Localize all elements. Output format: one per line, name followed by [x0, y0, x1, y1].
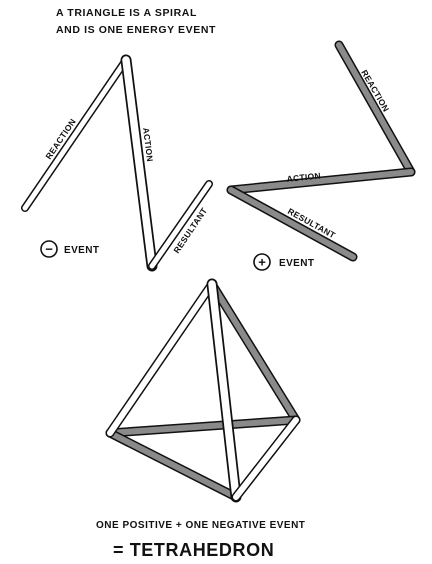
- negative-reaction-rod: [21, 56, 130, 212]
- tetra-back-left-rod: [105, 415, 301, 438]
- plus-circle-icon: [253, 253, 271, 271]
- diagram-caption: ONE POSITIVE + ONE NEGATIVE EVENT = TETR…: [96, 520, 305, 560]
- title-line-2: AND IS ONE ENERGY EVENT: [56, 24, 216, 36]
- positive-action-rod: [226, 167, 416, 195]
- negative-resultant-rod: [148, 180, 213, 270]
- minus-symbol: −: [45, 242, 53, 257]
- minus-circle-icon: [40, 240, 58, 258]
- negative-event-spiral: REACTION ACTION RESULTANT − EVENT: [21, 54, 213, 272]
- tetra-left-rod: [105, 279, 217, 438]
- positive-reaction-rod: [334, 40, 416, 177]
- negative-event-label: EVENT: [64, 245, 99, 256]
- tetra-base-right-rod: [231, 415, 301, 502]
- negative-action-label: ACTION: [141, 127, 155, 162]
- title-line-1: A TRIANGLE IS A SPIRAL: [56, 7, 197, 19]
- tetra-back-right-rod: [207, 279, 301, 425]
- positive-event-spiral: REACTION ACTION RESULTANT + EVENT: [226, 40, 416, 271]
- diagram-title: A TRIANGLE IS A SPIRAL AND IS ONE ENERGY…: [56, 7, 216, 36]
- tetra-base-front-rod: [105, 428, 241, 502]
- positive-event-label: EVENT: [279, 258, 314, 269]
- tetrahedron: [105, 278, 301, 503]
- caption-line-1: ONE POSITIVE + ONE NEGATIVE EVENT: [96, 520, 305, 531]
- positive-event-marker: + EVENT: [253, 253, 314, 271]
- negative-action-rod: [120, 54, 158, 272]
- positive-action-label: ACTION: [286, 170, 321, 184]
- caption-line-2: = TETRAHEDRON: [113, 540, 274, 560]
- plus-symbol: +: [258, 255, 266, 270]
- positive-resultant-rod: [226, 185, 358, 262]
- negative-event-marker: − EVENT: [40, 240, 99, 258]
- tetra-front-rod: [206, 278, 242, 503]
